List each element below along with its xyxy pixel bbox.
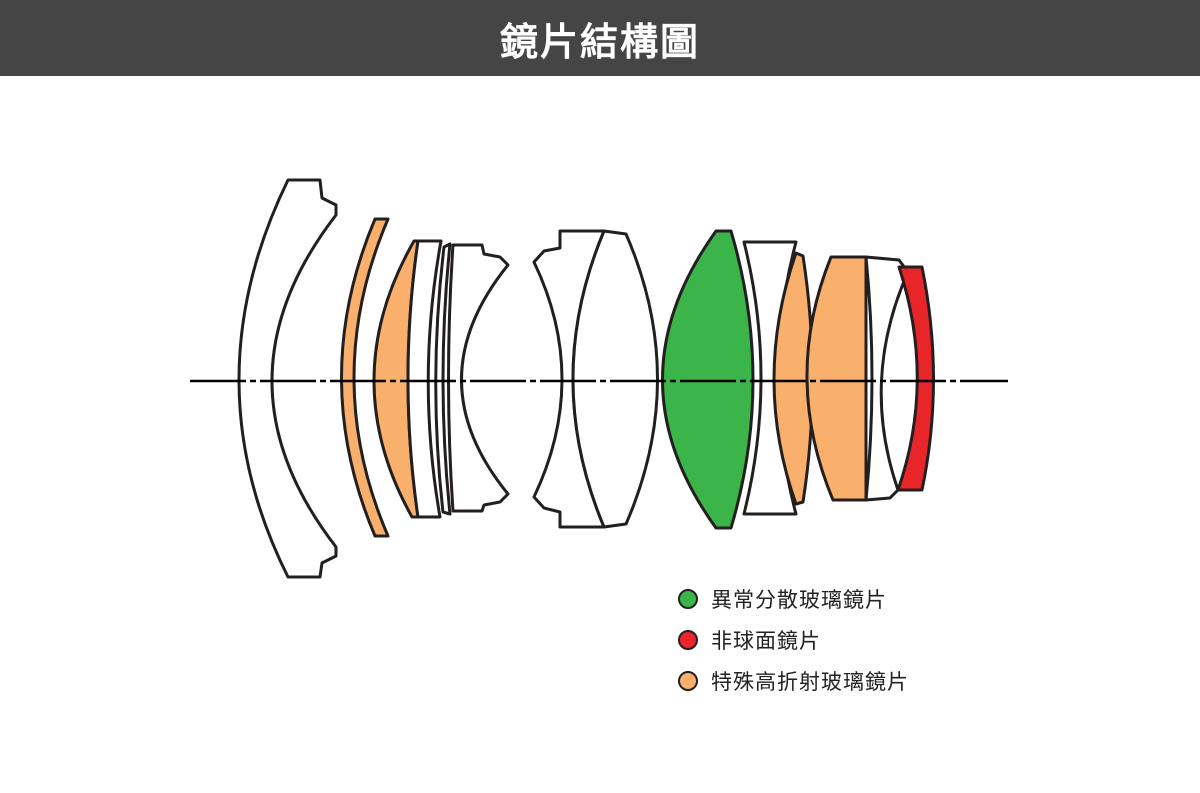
lens-element-13	[896, 265, 935, 492]
page-title: 鏡片結構圖	[499, 19, 700, 64]
orange-dot-icon	[678, 670, 698, 691]
lens-element-11	[805, 255, 868, 502]
legend-item-ed-glass: 異常分散玻璃鏡片	[678, 578, 909, 619]
lens-element-8	[661, 229, 755, 530]
header-bar: 鏡片結構圖	[0, 0, 1200, 76]
legend-label-ed-glass: 異常分散玻璃鏡片	[711, 587, 887, 612]
legend: 異常分散玻璃鏡片 非球面鏡片 特殊高折射玻璃鏡片	[678, 578, 909, 701]
red-dot-icon	[678, 629, 698, 650]
lens-element-2	[340, 217, 390, 538]
legend-item-high-refraction: 特殊高折射玻璃鏡片	[678, 660, 909, 701]
lens-element-12	[864, 255, 910, 502]
legend-label-high-refraction: 特殊高折射玻璃鏡片	[711, 669, 909, 694]
legend-label-aspherical: 非球面鏡片	[711, 628, 821, 653]
lens-element-4	[406, 239, 443, 519]
lens-element-7b	[571, 229, 659, 529]
lens-element-5	[434, 242, 452, 516]
green-dot-icon	[678, 588, 698, 609]
lens-element-1	[237, 178, 338, 579]
legend-item-aspherical: 非球面鏡片	[678, 619, 909, 660]
lens-element-6	[447, 243, 510, 513]
